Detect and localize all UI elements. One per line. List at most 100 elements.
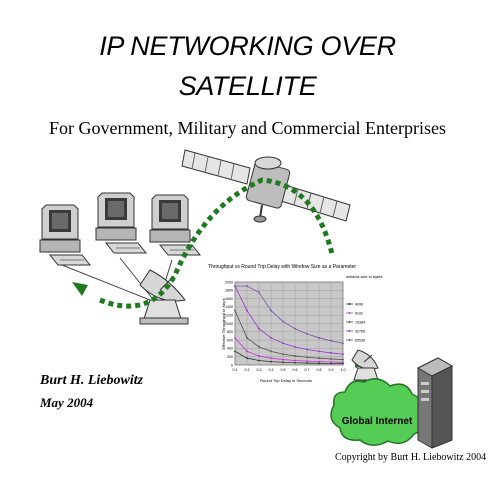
cloud-icon (330, 378, 424, 446)
legend-marker (348, 321, 351, 323)
series-line (234, 285, 344, 355)
data-point (234, 309, 236, 312)
data-point (342, 362, 344, 365)
data-point (294, 355, 296, 357)
data-point (306, 360, 308, 362)
data-point (258, 359, 260, 362)
throughput-chart: Throughput vs Round Trip Delay with Wind… (208, 256, 382, 386)
y-tick-label: 400 (227, 347, 233, 351)
x-tick-labels: 0.1 0.2 0.3 0.4 0.5 0.6 0.7 0.8 0.9 1.0 (233, 368, 346, 372)
data-point (330, 352, 332, 354)
y-tick-label: 1000 (225, 322, 233, 326)
legend-title: window size in bytes (346, 274, 382, 279)
x-tick-label: 0.1 (233, 368, 238, 372)
y-tick-label: 1200 (225, 314, 233, 318)
data-point (330, 361, 332, 363)
data-point (246, 285, 248, 288)
data-point (246, 357, 248, 360)
chart-title: Throughput vs Round Trip Delay with Wind… (208, 264, 356, 270)
data-point (342, 358, 344, 361)
data-point (342, 361, 344, 364)
y-tick-label: 2000 (225, 280, 233, 284)
x-tick-label: 0.9 (329, 368, 334, 372)
satellite-dish-icon (351, 349, 379, 381)
legend-label: 4096 (355, 302, 363, 306)
title-line-2: SATELLITE (178, 71, 317, 101)
series-line (234, 337, 344, 363)
y-tick-label: 1800 (225, 289, 233, 293)
data-point (246, 309, 248, 312)
data-point (330, 358, 332, 360)
data-point (306, 333, 308, 335)
data-point (342, 353, 344, 356)
data-point (258, 327, 260, 330)
y-tick-label: 1600 (225, 297, 233, 301)
subtitle: For Government, Military and Commercial … (49, 118, 446, 138)
title-line-1: IP NETWORKING OVER (99, 31, 396, 61)
data-point (294, 359, 296, 362)
y-tick-label: 200 (227, 355, 233, 359)
chart-ylabel: Effective Throughput in Kbps (221, 298, 226, 349)
cloud-label: Global Internet (342, 416, 413, 427)
data-point (294, 345, 296, 348)
arrow-head-left (72, 282, 88, 296)
y-tick-label: 1400 (225, 305, 233, 309)
x-tick-label: 0.7 (305, 368, 310, 372)
data-point (330, 339, 332, 342)
data-point (318, 360, 320, 363)
legend-marker (348, 312, 351, 314)
data-point (234, 336, 236, 339)
author-name: Burt H. Liebowitz (40, 373, 144, 388)
x-tick-label: 0.3 (257, 368, 262, 372)
data-point (282, 358, 284, 361)
data-point (270, 336, 272, 339)
x-tick-label: 0.8 (317, 368, 322, 372)
copyright-notice: Copyright by Burt H. Liebowitz 2004 (335, 452, 487, 463)
x-tick-label: 0.4 (269, 368, 274, 372)
x-tick-label: 0.5 (281, 368, 286, 372)
data-point (270, 309, 272, 312)
computer-icon (149, 194, 202, 256)
satellite-dish-icon (139, 269, 189, 325)
legend-label: 65536 (355, 338, 365, 342)
data-point (282, 353, 284, 356)
x-tick-label: 0.2 (245, 368, 250, 372)
data-point (318, 350, 320, 353)
chart-xlabel: Round Trip Delay in Seconds (260, 378, 312, 383)
data-point (258, 345, 260, 348)
data-point (234, 350, 236, 353)
chart-grid (234, 281, 344, 366)
satellite-icon (181, 149, 351, 223)
data-point (258, 291, 260, 294)
series-line (235, 285, 344, 344)
data-point (318, 357, 320, 360)
data-point (318, 336, 320, 339)
data-point (306, 348, 308, 351)
series-line (234, 351, 344, 365)
legend-marker (348, 303, 351, 305)
legend-label: 8192 (355, 311, 363, 315)
legend-marker (348, 330, 351, 332)
data-point (282, 342, 284, 345)
data-point (294, 361, 296, 364)
chart-series (234, 285, 344, 365)
x-tick-label: 1.0 (341, 368, 346, 372)
data-point (306, 362, 308, 364)
data-point (294, 327, 296, 330)
y-tick-label: 800 (227, 330, 233, 334)
data-point (282, 361, 284, 364)
data-point (318, 362, 320, 365)
data-point (270, 350, 272, 353)
data-point (306, 356, 308, 359)
computer-icon (95, 192, 148, 254)
series-line (234, 310, 344, 360)
data-point (330, 362, 332, 365)
data-point (282, 320, 284, 323)
data-point (246, 336, 248, 339)
server-tower-icon (416, 357, 454, 449)
x-tick-label: 0.6 (293, 368, 298, 372)
legend-marker (348, 339, 351, 341)
